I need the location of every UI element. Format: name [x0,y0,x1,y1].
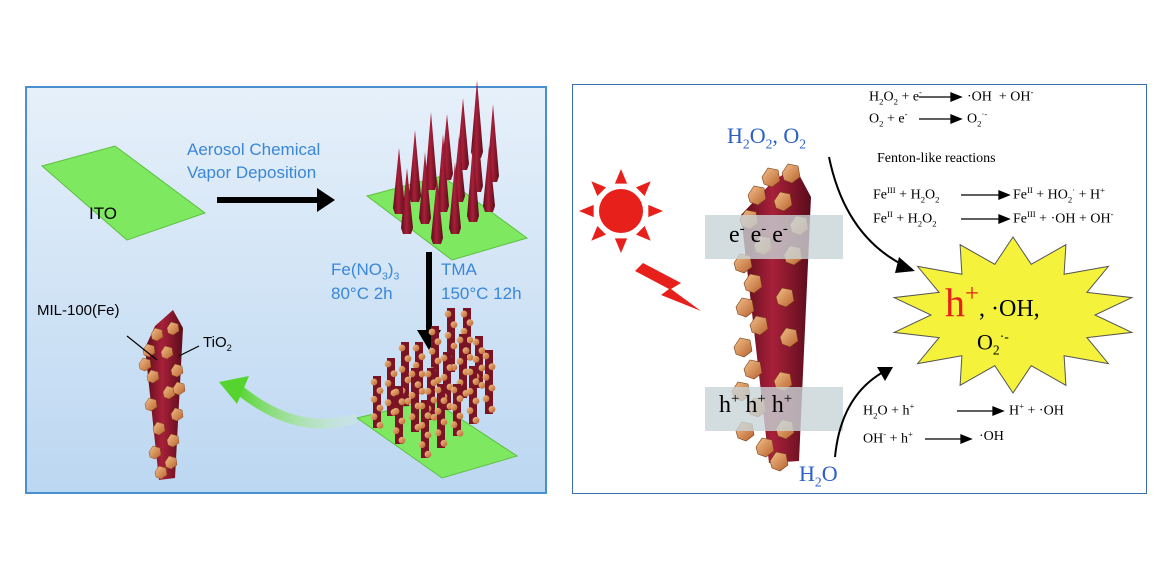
nanorod [419,152,431,224]
burst-text-line2: O2·- [977,329,1009,358]
coated-nanorod [469,366,477,424]
lightning-icon [635,263,701,311]
hole-band [705,387,843,431]
mof-coated-nanorod-array [370,308,496,458]
water-label: H2O [799,461,838,490]
coated-nanorod [431,326,439,384]
burst-text-line1: h+, ·OH, [945,280,1040,325]
nanorod [471,80,483,158]
electrons-label: e- e- e- [729,221,788,248]
coated-nanorod [459,334,467,398]
mof-label: MIL-100(Fe) [37,302,120,319]
coated-nanorod [485,350,493,414]
reaction-hole-1: H2O + h+ [863,401,915,421]
fenton-title: Fenton-like reactions [877,151,996,166]
coated-nanorod [453,384,461,436]
acvd-label-line2: Vapor Deposition [187,163,317,182]
nanorod [431,178,443,244]
coated-nanorod [421,400,429,458]
tma-condition-label: 150°C 12h [441,284,522,303]
reaction-hole-2: OH- + h+ [863,429,913,447]
reaction-arrows [919,92,1011,444]
tio2-nanorod-array [393,80,499,244]
tio2-label: TiO2 [203,334,232,353]
reaction-hole-2-product: ·OH [979,429,1004,444]
coated-nanorod [395,386,403,444]
coated-nanorod [427,368,435,420]
reaction-hole-1-product: H+ + ·OH [1009,401,1064,419]
coated-nanorod [401,342,409,406]
fe-condition-label: 80°C 2h [331,284,393,303]
coated-nanorod [475,336,483,388]
coated-nanorod [443,352,451,410]
reaction-electron-2: O2 + e- [869,109,908,129]
coated-nanorod [437,384,445,448]
single-coated-nanorod [138,310,186,480]
oxidant-arrow [828,156,915,273]
acvd-label-line1: Aerosol Chemical [187,140,321,159]
ito-substrate [40,145,207,241]
water-arrow [834,367,893,458]
mechanism-drawing [579,92,1134,472]
fe-nitrate-label: Fe(NO3)3 [331,260,400,283]
tio2-pointer-line [178,345,200,357]
oxidants-label: H2O2, O2 [727,123,807,152]
reaction-fenton-2-product: FeIII + ·OH + OH- [1013,209,1114,227]
reaction-fenton-1-product: FeII + HO2· + H+ [1013,185,1106,205]
curved-arrow-icon [219,376,359,429]
coated-nanorod [387,358,395,416]
synthesis-panel: ITO Aerosol Chemical Vapor Deposition Fe… [25,80,547,494]
electron-band [705,215,843,259]
coated-nanorod [447,308,455,372]
reaction-fenton-1: FeIII + H2O2 [873,185,940,205]
nanorod [467,144,479,222]
coated-nanorod [373,376,381,428]
right-arrow-icon [217,188,335,212]
reaction-electron-1-product: ·OH + OH- [967,87,1034,105]
reaction-fenton-2: FeII + H2O2 [873,209,937,229]
coated-nanorod [411,368,419,432]
reactive-species-burst [892,236,1134,394]
holes-label: h+ h+ h+ [719,391,793,418]
nanorod [437,134,449,212]
nanorod [449,162,461,234]
mof-pointer-line [126,335,158,361]
mechanism-panel: H2O2 + e- ·OH + OH- O2 + e- O2·- Fenton-… [572,84,1147,494]
ito-label: ITO [89,204,118,223]
reaction-electron-1: H2O2 + e- [869,87,922,107]
sun-icon [579,169,663,253]
nanorod [483,146,495,212]
reaction-electron-2-product: O2·- [967,109,988,129]
nanorod [393,148,405,214]
synthesis-drawing [40,80,529,480]
tma-label: TMA [441,260,477,279]
nanorod [409,130,421,202]
nanorod [425,112,437,190]
nanorod [401,168,413,234]
